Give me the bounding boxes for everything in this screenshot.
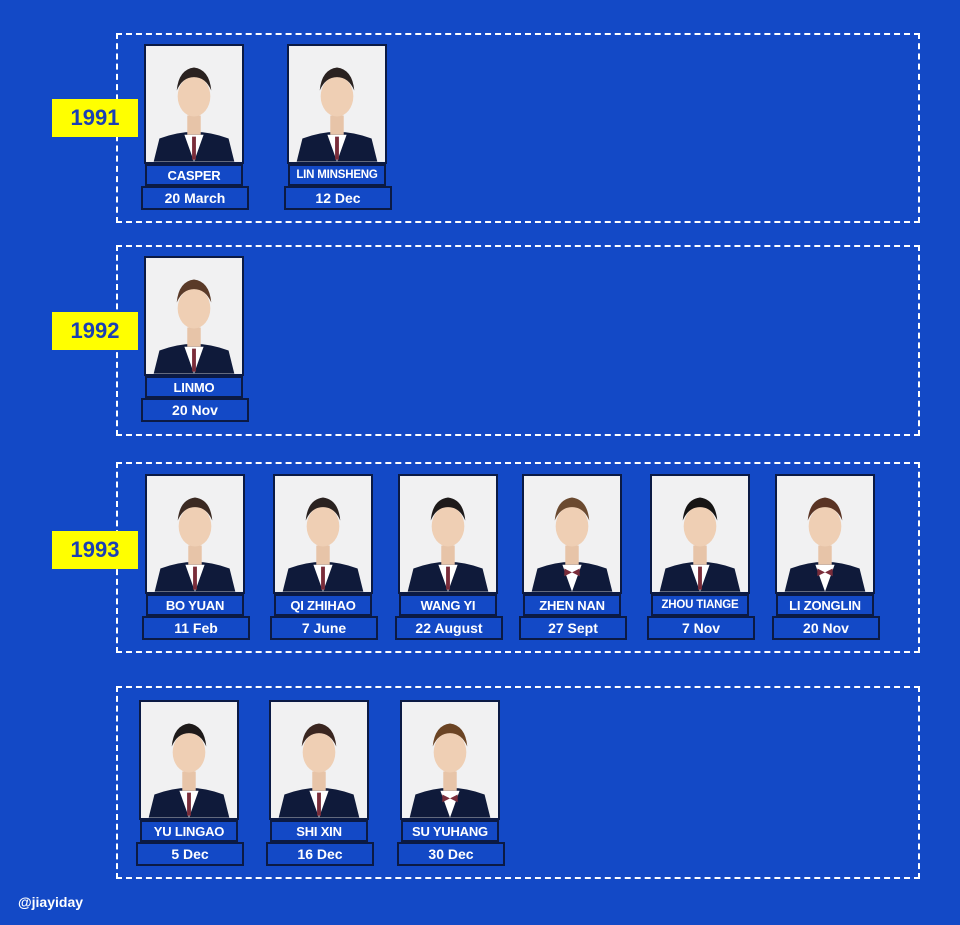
portrait-icon bbox=[289, 46, 385, 162]
member-name: ZHOU TIANGE bbox=[651, 594, 749, 616]
portrait-icon bbox=[271, 702, 367, 818]
member-name: QI ZHIHAO bbox=[274, 594, 372, 616]
member-birthday: 16 Dec bbox=[266, 842, 374, 866]
year-label-1992: 1992 bbox=[52, 312, 138, 350]
year-label-1993: 1993 bbox=[52, 531, 138, 569]
member-name: ZHEN NAN bbox=[523, 594, 621, 616]
portrait-icon bbox=[777, 476, 873, 592]
member-name: SU YUHANG bbox=[401, 820, 499, 842]
member-birthday: 22 August bbox=[395, 616, 503, 640]
portrait-photo bbox=[650, 474, 750, 594]
portrait-photo bbox=[144, 256, 244, 376]
portrait-photo bbox=[775, 474, 875, 594]
member-name: SHI XIN bbox=[270, 820, 368, 842]
portrait-icon bbox=[400, 476, 496, 592]
portrait-photo bbox=[145, 474, 245, 594]
member-birthday: 20 Nov bbox=[141, 398, 249, 422]
year-label-1991: 1991 bbox=[52, 99, 138, 137]
member-birthday: 12 Dec bbox=[284, 186, 392, 210]
member-name: WANG YI bbox=[399, 594, 497, 616]
member-birthday: 30 Dec bbox=[397, 842, 505, 866]
member-name: LI ZONGLIN bbox=[776, 594, 874, 616]
member-name: LIN MINSHENG bbox=[288, 164, 386, 186]
credit-text: @jiayiday bbox=[18, 894, 84, 910]
portrait-photo bbox=[398, 474, 498, 594]
member-birthday: 27 Sept bbox=[519, 616, 627, 640]
portrait-photo bbox=[287, 44, 387, 164]
portrait-photo bbox=[522, 474, 622, 594]
member-birthday: 7 June bbox=[270, 616, 378, 640]
portrait-icon bbox=[141, 702, 237, 818]
portrait-icon bbox=[402, 702, 498, 818]
member-name: LINMO bbox=[145, 376, 243, 398]
year-group-continued bbox=[116, 686, 920, 879]
member-name: BO YUAN bbox=[146, 594, 244, 616]
portrait-icon bbox=[146, 46, 242, 162]
member-birthday: 11 Feb bbox=[142, 616, 250, 640]
member-birthday: 7 Nov bbox=[647, 616, 755, 640]
portrait-icon bbox=[147, 476, 243, 592]
portrait-icon bbox=[275, 476, 371, 592]
member-birthday: 5 Dec bbox=[136, 842, 244, 866]
portrait-icon bbox=[652, 476, 748, 592]
member-birthday: 20 March bbox=[141, 186, 249, 210]
portrait-icon bbox=[146, 258, 242, 374]
portrait-photo bbox=[273, 474, 373, 594]
member-name: YU LINGAO bbox=[140, 820, 238, 842]
portrait-photo bbox=[139, 700, 239, 820]
portrait-photo bbox=[144, 44, 244, 164]
portrait-photo bbox=[269, 700, 369, 820]
portrait-photo bbox=[400, 700, 500, 820]
portrait-icon bbox=[524, 476, 620, 592]
member-name: CASPER bbox=[145, 164, 243, 186]
member-birthday: 20 Nov bbox=[772, 616, 880, 640]
